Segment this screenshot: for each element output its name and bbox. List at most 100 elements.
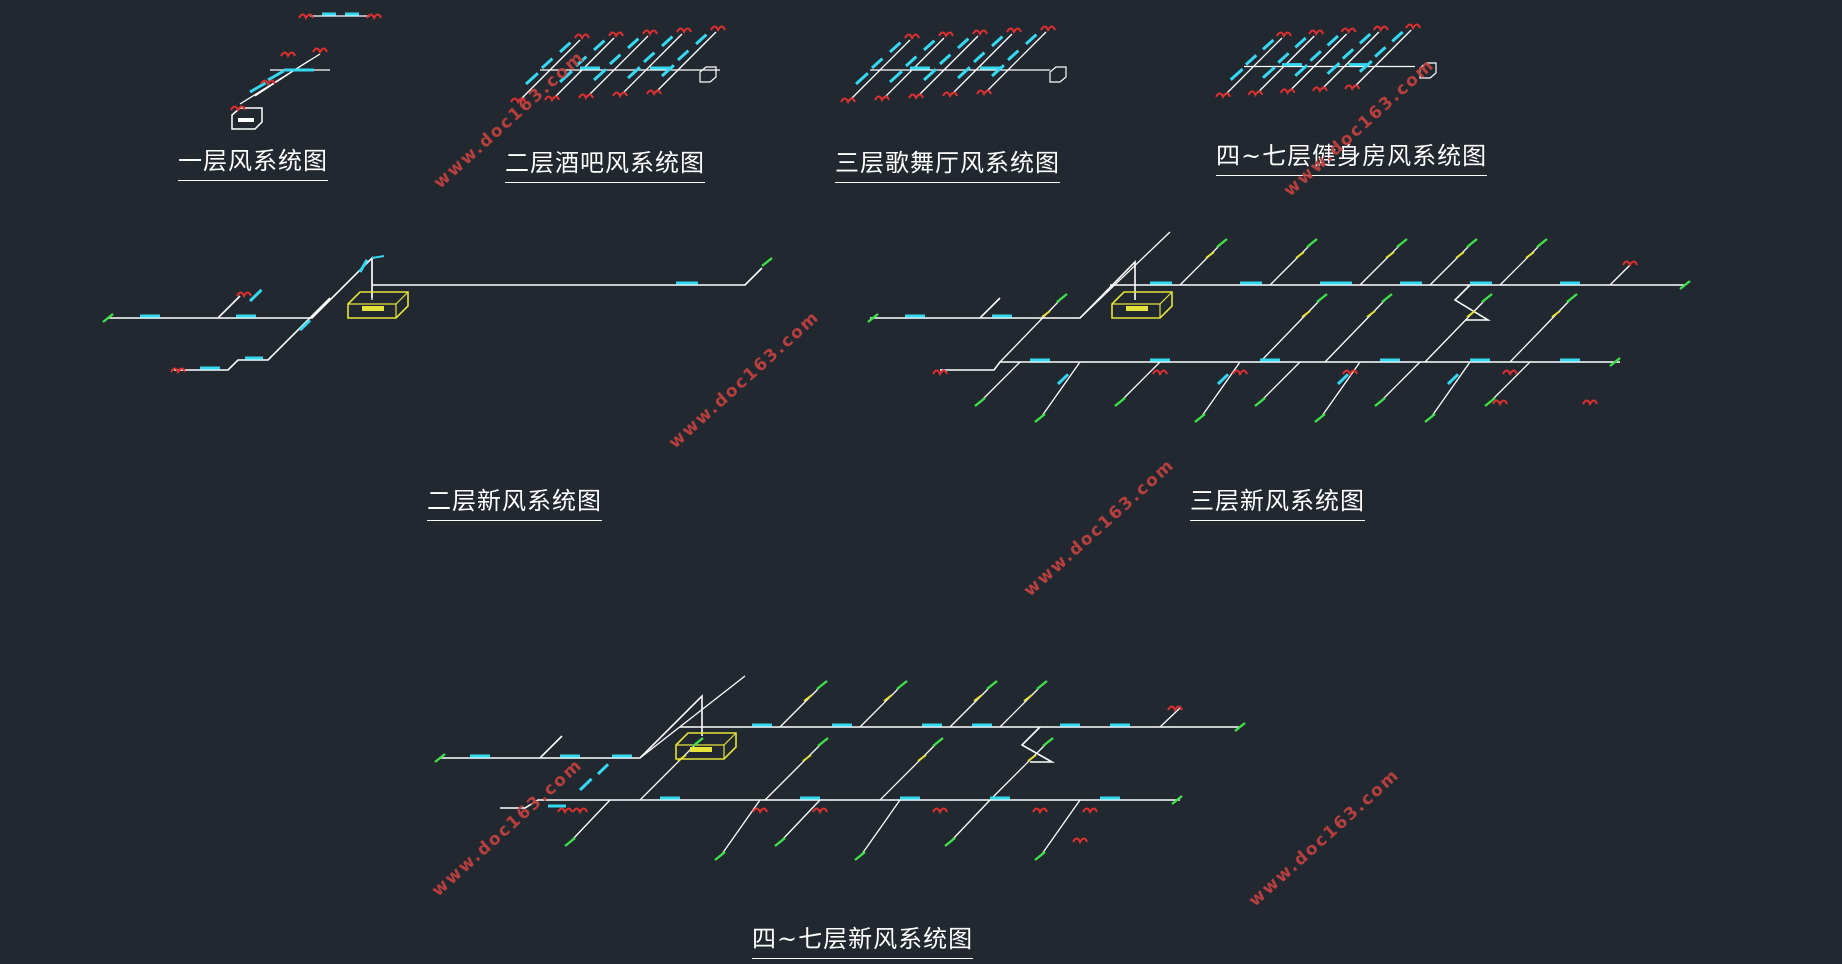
damper-icon xyxy=(1551,310,1561,318)
supply-outlet-icon xyxy=(904,33,920,41)
damper-icon xyxy=(973,694,983,702)
supply-outlet-icon xyxy=(574,33,590,41)
duct-size-label xyxy=(650,66,670,70)
duct-line xyxy=(1499,244,1541,286)
supply-outlet-icon xyxy=(1279,88,1296,96)
fresh-air-outlet-icon xyxy=(1609,357,1621,367)
duct-line xyxy=(985,31,1047,93)
duct-size-label xyxy=(236,314,256,318)
title-floor2-fresh-air-system: 二层新风系统图 xyxy=(427,488,602,522)
duct-size-label xyxy=(990,64,1005,78)
duct-size-label xyxy=(854,72,869,86)
duct-size-label xyxy=(980,66,1000,70)
fresh-air-outlet-icon xyxy=(1036,680,1048,690)
duct-line xyxy=(639,675,746,759)
fresh-air-unit-box xyxy=(675,732,737,760)
duct-line xyxy=(1321,31,1380,90)
damper-icon xyxy=(1205,251,1215,259)
duct-size-label xyxy=(558,41,572,54)
fresh-air-outlet-icon xyxy=(102,313,114,323)
fresh-air-outlet-icon xyxy=(816,680,828,690)
supply-outlet-icon xyxy=(932,807,948,815)
duct-line xyxy=(1179,244,1221,286)
duct-line xyxy=(1020,726,1056,763)
duct-size-label xyxy=(1261,38,1275,51)
fresh-air-outlet-icon xyxy=(932,737,944,747)
supply-outlet-icon xyxy=(298,13,314,21)
duct-size-label xyxy=(1336,373,1350,386)
duct-size-label xyxy=(1358,59,1373,73)
duct-size-label xyxy=(956,37,970,50)
duct-line xyxy=(1609,264,1631,286)
duct-line xyxy=(940,361,1620,371)
damper-icon xyxy=(1385,251,1395,259)
duct-size-label xyxy=(284,68,314,72)
duct-size-label xyxy=(245,356,263,360)
supply-outlet-icon xyxy=(557,807,573,815)
duct-line xyxy=(1121,361,1161,401)
fresh-air-outlet-icon xyxy=(1234,722,1246,732)
duct-size-label xyxy=(1330,281,1352,285)
duct-line xyxy=(1041,799,1081,855)
duct-line xyxy=(639,743,697,801)
duct-size-label xyxy=(676,281,698,285)
duct-line xyxy=(999,299,1061,363)
supply-outlet-icon xyxy=(1582,399,1598,407)
damper-icon xyxy=(1041,310,1051,318)
duct-line xyxy=(655,31,717,93)
duct-size-label xyxy=(1110,723,1130,727)
duct-size-label xyxy=(905,314,925,318)
supply-outlet-icon xyxy=(1276,31,1292,39)
duct-size-label xyxy=(548,804,566,808)
supply-outlet-icon xyxy=(260,79,276,87)
duct-size-label xyxy=(1216,373,1230,386)
duct-size-label xyxy=(298,319,312,332)
fresh-air-outlet-icon xyxy=(564,837,576,847)
end-cap xyxy=(1419,62,1437,79)
fresh-air-outlet-icon xyxy=(761,257,773,267)
duct-line xyxy=(949,688,989,728)
damper-icon xyxy=(1023,694,1033,702)
duct-line xyxy=(1359,244,1401,286)
equipment-units xyxy=(231,62,1437,760)
supply-outlet-icon xyxy=(1312,86,1328,94)
supply-outlet-icon xyxy=(612,91,628,99)
supply-outlet-icon xyxy=(1040,25,1056,33)
supply-outlet-icon xyxy=(840,97,856,105)
damper-icon xyxy=(1466,310,1476,318)
duct-size-label xyxy=(1229,67,1244,81)
damper-icon xyxy=(917,754,927,762)
duct-line xyxy=(1353,29,1412,88)
duct-line xyxy=(254,59,311,97)
title-floor2-bar-air-system: 二层酒吧风系统图 xyxy=(505,150,705,184)
fresh-air-outlet-icon xyxy=(1396,238,1408,248)
duct-size-label xyxy=(1056,373,1070,386)
supply-outlet-icon xyxy=(752,807,768,815)
duct-line xyxy=(1324,299,1386,363)
duct-size-label xyxy=(1150,358,1170,362)
damper-icon xyxy=(1366,310,1376,318)
damper-icon xyxy=(677,754,687,762)
fresh-air-outlet-icon xyxy=(1381,293,1393,303)
duct-size-label xyxy=(992,314,1012,318)
duct-line xyxy=(779,688,819,728)
duct-line xyxy=(1289,33,1348,92)
fresh-air-outlet-icon xyxy=(1034,413,1046,423)
fresh-air-outlet-icon xyxy=(1466,238,1478,248)
duct-size-label xyxy=(358,259,369,273)
duct-line xyxy=(372,267,763,286)
supply-outlet-icon xyxy=(932,369,948,377)
duct-line xyxy=(500,799,1180,809)
duct-line xyxy=(917,35,979,97)
duct-size-label xyxy=(888,70,903,84)
supply-outlet-icon xyxy=(1072,837,1088,845)
fresh-air-outlet-icon xyxy=(774,837,786,847)
duct-size-label xyxy=(1100,796,1120,800)
fresh-air-outlet-icon xyxy=(1194,413,1206,423)
duct-line xyxy=(951,799,991,841)
title-floor1-air-system: 一层风系统图 xyxy=(178,148,328,182)
duct-size-label xyxy=(249,81,267,94)
duct-line xyxy=(440,735,563,759)
duct-size-label xyxy=(248,288,263,303)
supply-outlet-icon xyxy=(1247,90,1264,98)
